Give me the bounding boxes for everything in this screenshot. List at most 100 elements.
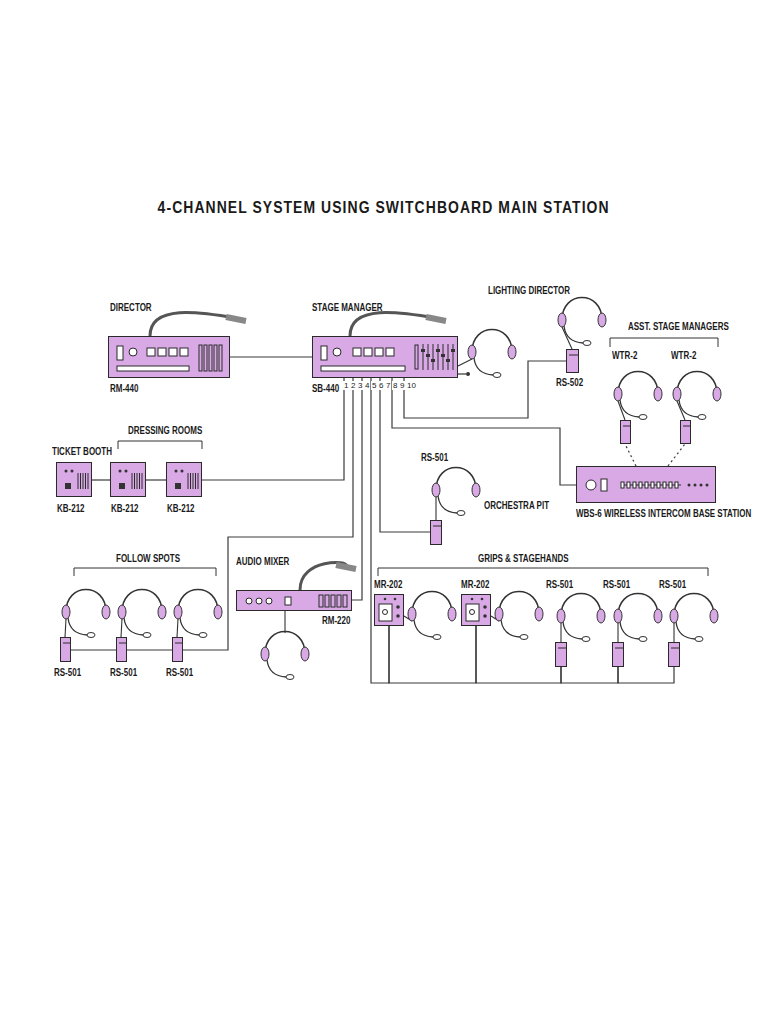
ear-cup (558, 313, 566, 327)
panel-control (364, 348, 372, 356)
mic-boom (68, 618, 87, 635)
model-label: MR-202 (374, 579, 402, 590)
beltpack: LIGHTING DIRECTORRS-502 (566, 349, 579, 373)
model-label: LIGHTING DIRECTOR (488, 285, 570, 296)
panel-control (319, 595, 323, 607)
panel-face (577, 467, 715, 502)
panel-face (669, 643, 679, 666)
mic-capsule (493, 373, 501, 378)
panel-control (688, 484, 691, 487)
headset-cable (121, 619, 122, 637)
panel-control (119, 643, 126, 644)
wireless-link (668, 444, 685, 466)
headset-cable (560, 623, 561, 642)
panel-control (132, 473, 133, 489)
panel-control (481, 598, 484, 601)
headset (557, 594, 605, 643)
panel-control (85, 473, 86, 489)
model-label: SB-440 (312, 383, 339, 394)
headband (674, 594, 714, 617)
ear-cup (118, 605, 126, 619)
port-number: 7 (385, 381, 391, 390)
mic-boom (679, 400, 698, 417)
wireless-base-station: WBS-6 WIRELESS INTERCOM BASE STATION (576, 466, 716, 503)
intercom-cable (371, 378, 389, 683)
panel-control (63, 643, 70, 644)
model-label: RM-220 (322, 615, 350, 626)
model-label: KB-212 (111, 503, 139, 514)
group-bracket (118, 441, 202, 449)
panel-control (586, 480, 596, 490)
panel-control (383, 610, 388, 615)
model-label: KB-212 (57, 503, 85, 514)
mic-boom (620, 400, 639, 417)
panel-control (266, 598, 272, 604)
port-number: 2 (350, 381, 356, 390)
mixer-station: AUDIO MIXERRM-220 (236, 590, 352, 611)
headband (561, 594, 601, 617)
station-role: AUDIO MIXER (236, 556, 289, 567)
intercom-cable (183, 378, 353, 650)
port-number: 8 (392, 381, 398, 390)
ear-cup (710, 609, 718, 623)
panel-control (386, 348, 394, 356)
panel-control (117, 366, 189, 371)
panel-control (669, 482, 672, 488)
wall-station: MR-202 (374, 594, 404, 626)
headset-cable (284, 611, 285, 633)
ear-cup (62, 605, 70, 619)
beltpack: RS-501 (60, 637, 71, 662)
panel-control (615, 648, 623, 649)
intercom-cable (202, 378, 344, 480)
model-label: RS-501 (546, 579, 573, 590)
panel-control (83, 473, 84, 489)
model-label: ORCHESTRA PIT (484, 500, 549, 511)
panel-control (180, 348, 188, 356)
intercom-cable (92, 479, 110, 480)
panel-control (125, 470, 128, 473)
panel-control (175, 643, 182, 644)
speaker-station: KB-212 (110, 462, 146, 497)
mic-boom (620, 622, 639, 639)
intercom-cable (389, 626, 476, 683)
headset (174, 590, 222, 638)
panel-control (353, 348, 361, 356)
headband (178, 590, 218, 613)
ear-cup (448, 607, 456, 621)
panel-control (621, 482, 624, 488)
beltpack: RS-501 (116, 637, 127, 662)
panel-control (246, 598, 252, 604)
power-plug (466, 372, 470, 376)
station-role: TICKET BOOTH (52, 446, 112, 457)
headset (261, 611, 309, 680)
port-number: 9 (399, 381, 405, 390)
ear-cup (468, 345, 476, 359)
panel-face (621, 421, 630, 443)
panel-control (569, 355, 578, 356)
panel-control (65, 470, 68, 473)
panel-control (627, 482, 630, 488)
panel-face (681, 421, 690, 443)
panel-control (175, 470, 178, 473)
panel-control (285, 597, 291, 605)
headset (458, 330, 516, 378)
headband (618, 594, 658, 617)
headset-cable (65, 619, 66, 637)
headband (265, 632, 305, 655)
panel-control (80, 473, 81, 489)
panel-control (321, 346, 327, 360)
panel-control (343, 595, 347, 607)
model-label: MR-202 (461, 579, 489, 590)
model-label: RM-440 (110, 383, 138, 394)
panel-control (129, 348, 137, 356)
panel-control (137, 473, 138, 489)
mic-boom (438, 496, 457, 513)
panel-control (433, 344, 434, 370)
ear-cup (408, 607, 416, 621)
group-bracket (74, 568, 216, 576)
panel-face (57, 463, 91, 496)
ear-cup (432, 483, 440, 497)
ear-cup (670, 609, 678, 623)
panel-control (199, 345, 202, 371)
mic-boom (676, 622, 695, 639)
